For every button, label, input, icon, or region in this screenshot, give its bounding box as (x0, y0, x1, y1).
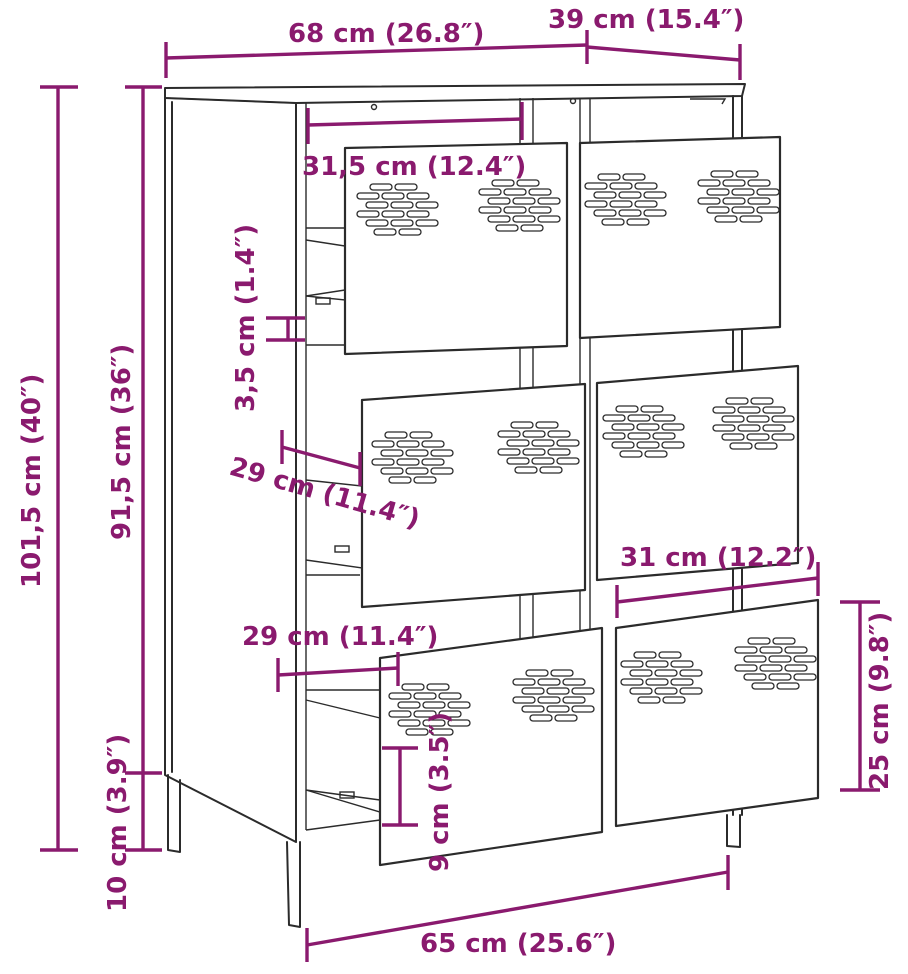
label-body-height: 91,5 cm (36″) (107, 344, 137, 540)
label-top-width: 68 cm (26.8″) (288, 19, 484, 49)
label-drawer-inner-height: 9 cm (3.5″) (425, 712, 455, 872)
label-drawer-front-width: 31 cm (12.2″) (620, 543, 816, 573)
label-bottom-width: 65 cm (25.6″) (420, 929, 616, 959)
drawer-front-middle-left (360, 382, 587, 609)
drawer-front-top-right (578, 135, 782, 340)
label-leg-height: 10 cm (3.9″) (103, 734, 133, 912)
drawer-front-bottom-left (378, 626, 604, 867)
drawer-front-top-left (343, 141, 569, 356)
label-drawer-front-height: 25 cm (9.8″) (865, 612, 895, 790)
label-drawer-inner-width: 31,5 cm (12.4″) (302, 152, 526, 182)
drawer-front-middle-right (595, 364, 800, 582)
label-drawer-depth-bottom: 29 cm (11.4″) (242, 622, 438, 652)
dimension-lines (40, 30, 880, 962)
drawer-front-bottom-right (614, 598, 820, 828)
label-top-depth: 39 cm (15.4″) (548, 5, 744, 35)
label-drawer-height-gap: 3,5 cm (1.4″) (231, 224, 261, 412)
label-total-height: 101,5 cm (40″) (17, 374, 47, 588)
